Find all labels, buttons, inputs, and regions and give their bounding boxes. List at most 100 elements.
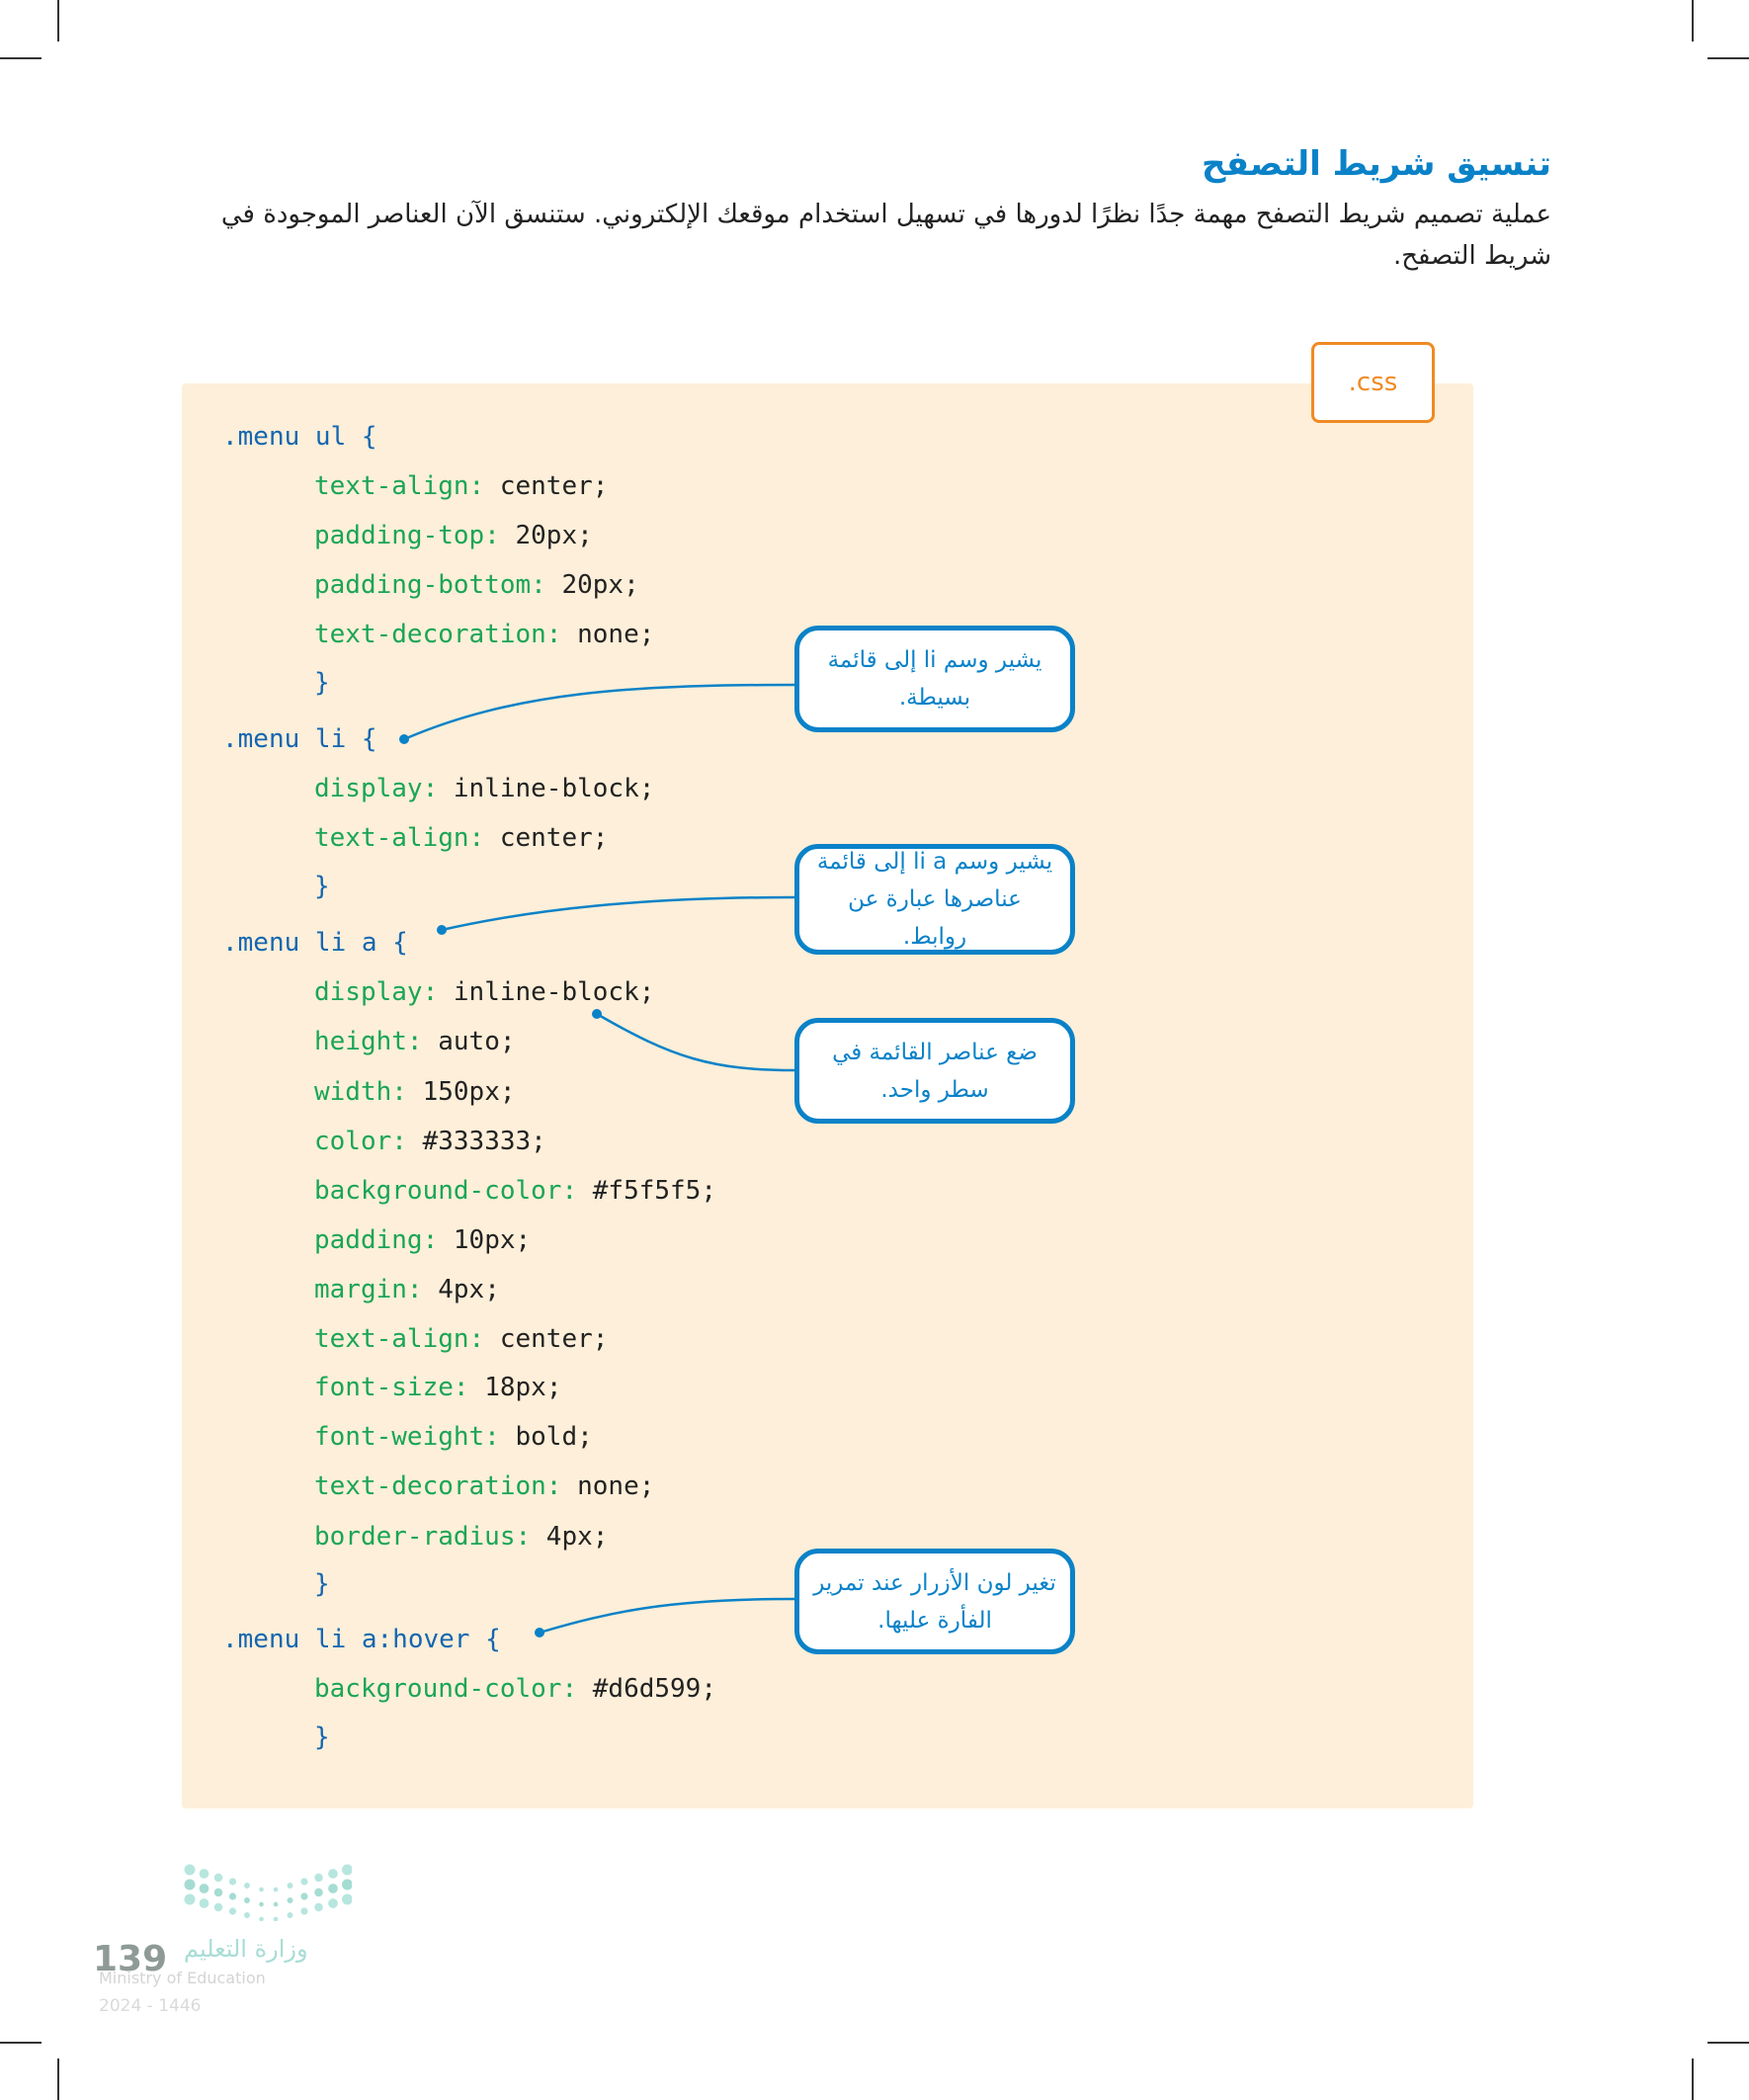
crop-mark: [57, 0, 59, 42]
css-selector: .menu ul {: [222, 422, 377, 452]
code-line: }: [314, 870, 330, 903]
css-property: text-decoration:: [314, 1471, 562, 1501]
code-line: .menu li {: [222, 722, 377, 756]
logo-dot: [287, 1912, 293, 1918]
code-line: text-align: center;: [314, 1322, 608, 1356]
code-line: width: 150px;: [314, 1075, 516, 1109]
crop-mark: [0, 57, 42, 59]
logo-dot: [199, 1869, 209, 1879]
css-property: font-weight:: [314, 1422, 500, 1452]
logo-dot: [228, 1878, 237, 1886]
code-line: display: inline-block;: [314, 975, 654, 1009]
css-property: background-color:: [314, 1176, 578, 1206]
css-property: padding-top:: [314, 521, 500, 550]
css-value: center;: [484, 823, 609, 853]
code-line: border-radius: 4px;: [314, 1520, 608, 1554]
logo-dot: [328, 1884, 338, 1893]
code-line: }: [314, 1567, 330, 1601]
logo-dot: [184, 1879, 196, 1890]
code-line: .menu li a:hover {: [222, 1623, 501, 1656]
logo-dot: [300, 1907, 308, 1915]
closing-brace: }: [314, 872, 330, 901]
closing-brace: }: [314, 1569, 330, 1599]
ministry-name-ar: وزارة التعليم: [184, 1935, 308, 1963]
css-value: none;: [561, 1471, 655, 1501]
code-line: background-color: #d6d599;: [314, 1672, 716, 1706]
logo-dot: [328, 1869, 338, 1879]
code-line: text-decoration: none;: [314, 618, 654, 651]
css-value: #f5f5f5;: [577, 1176, 716, 1206]
code-line: font-weight: bold;: [314, 1420, 593, 1454]
code-line: padding-bottom: 20px;: [314, 568, 639, 602]
css-value: auto;: [422, 1027, 516, 1056]
css-value: inline-block;: [438, 774, 655, 803]
logo-dot: [228, 1892, 237, 1900]
css-property: text-align:: [314, 823, 485, 853]
css-value: 18px;: [468, 1373, 562, 1402]
logo-dot: [273, 1916, 279, 1921]
logo-dot: [342, 1879, 352, 1890]
logo-dot: [184, 1864, 196, 1876]
crop-mark: [1692, 2058, 1694, 2100]
ministry-name-en: Ministry of Education: [99, 1969, 266, 1987]
css-property: text-align:: [314, 1324, 485, 1354]
code-line: text-align: center;: [314, 469, 608, 503]
closing-brace: }: [314, 1722, 330, 1752]
code-line: text-decoration: none;: [314, 1470, 654, 1503]
css-property: display:: [314, 977, 439, 1007]
code-line: text-align: center;: [314, 821, 608, 855]
code-line: background-color: #f5f5f5;: [314, 1174, 716, 1208]
code-line: margin: 4px;: [314, 1273, 500, 1306]
code-line: font-size: 18px;: [314, 1371, 561, 1404]
file-type-tab: .css: [1311, 342, 1435, 423]
css-value: 150px;: [406, 1077, 516, 1107]
crop-mark: [57, 2058, 59, 2100]
logo-dot: [184, 1893, 196, 1905]
logo-dot: [314, 1902, 323, 1912]
page-number: 139: [93, 1939, 168, 1979]
css-property: padding:: [314, 1225, 439, 1255]
logo-dot: [314, 1888, 323, 1897]
logo-dot: [342, 1893, 352, 1905]
logo-dot: [244, 1912, 250, 1918]
css-value: center;: [484, 471, 609, 501]
logo-dot: [259, 1887, 264, 1892]
css-value: 10px;: [438, 1225, 532, 1255]
css-value: 4px;: [531, 1522, 609, 1552]
code-line: display: inline-block;: [314, 772, 654, 805]
code-line: .menu ul {: [222, 420, 377, 454]
callout-li-a: يشير وسم li a إلى قائمة عناصرها عبارة عن…: [794, 844, 1075, 955]
crop-mark: [1707, 57, 1749, 59]
logo-dot: [199, 1884, 209, 1893]
css-property: border-radius:: [314, 1522, 532, 1552]
logo-dot: [213, 1902, 223, 1912]
logo-dot: [213, 1888, 223, 1897]
css-value: inline-block;: [438, 977, 655, 1007]
css-property: padding-bottom:: [314, 570, 546, 600]
logo-dot: [199, 1898, 209, 1908]
logo-dot: [244, 1897, 250, 1903]
logo-dot: [273, 1887, 279, 1892]
callout-li: يشير وسم li إلى قائمة بسيطة.: [794, 626, 1075, 732]
css-property: margin:: [314, 1275, 423, 1304]
css-value: center;: [484, 1324, 609, 1354]
css-selector: .menu li a:hover {: [222, 1625, 501, 1654]
intro-paragraph: عملية تصميم شريط التصفح مهمة جدًا نظرًا …: [220, 200, 1551, 271]
code-line: height: auto;: [314, 1025, 516, 1058]
logo-dot: [273, 1901, 279, 1907]
css-value: 20px;: [545, 570, 639, 600]
logo-dot: [314, 1873, 323, 1883]
callout-inline: ضع عناصر القائمة في سطر واحد.: [794, 1018, 1075, 1124]
crop-mark: [0, 2042, 42, 2044]
code-line: color: #333333;: [314, 1125, 546, 1158]
logo-dot: [328, 1898, 338, 1908]
css-value: 20px;: [499, 521, 593, 550]
css-property: color:: [314, 1127, 407, 1156]
css-value: #333333;: [406, 1127, 546, 1156]
logo-dot: [244, 1883, 250, 1889]
logo-dot: [287, 1883, 293, 1889]
css-value: bold;: [499, 1422, 593, 1452]
logo-dot: [287, 1897, 293, 1903]
logo-dot: [300, 1892, 308, 1900]
code-line: padding: 10px;: [314, 1223, 531, 1257]
